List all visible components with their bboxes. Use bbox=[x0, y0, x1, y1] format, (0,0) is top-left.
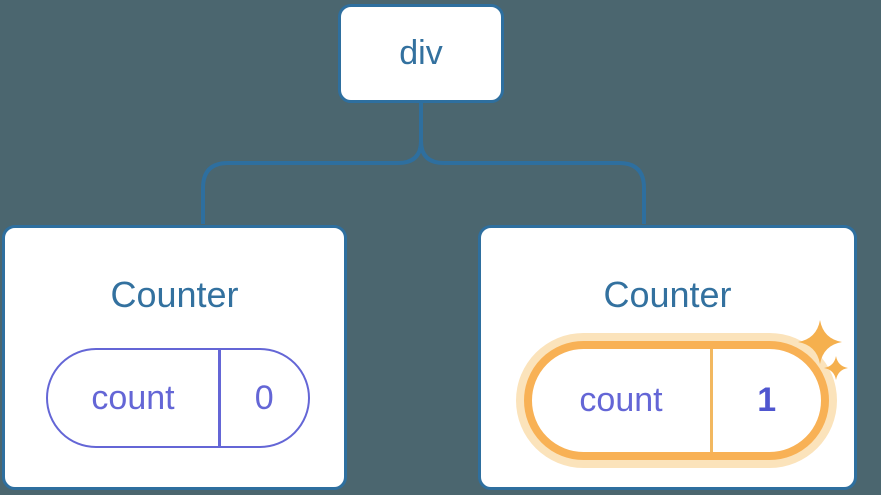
state-value: 0 bbox=[254, 378, 274, 417]
connector-left-branch bbox=[201, 103, 423, 224]
state-key-label: count bbox=[579, 381, 663, 419]
root-node-label: div bbox=[399, 34, 443, 72]
state-pill-highlighted: count 1 bbox=[524, 341, 829, 460]
state-value: 1 bbox=[757, 381, 777, 419]
pill-divider bbox=[218, 350, 221, 446]
sparkle-icon bbox=[798, 320, 848, 380]
counter-card-right: Counter count 1 bbox=[478, 225, 857, 490]
pill-divider bbox=[710, 349, 713, 452]
connector-right-branch bbox=[419, 103, 646, 224]
sparkle-small bbox=[824, 356, 848, 380]
component-title: Counter bbox=[110, 274, 239, 315]
component-title: Counter bbox=[603, 274, 732, 315]
tree-node-div: div bbox=[338, 4, 504, 103]
sparkle-large bbox=[798, 320, 842, 364]
state-pill: count 0 bbox=[46, 348, 310, 448]
counter-card-left: Counter count 0 bbox=[2, 225, 347, 490]
state-key-label: count bbox=[91, 378, 175, 417]
